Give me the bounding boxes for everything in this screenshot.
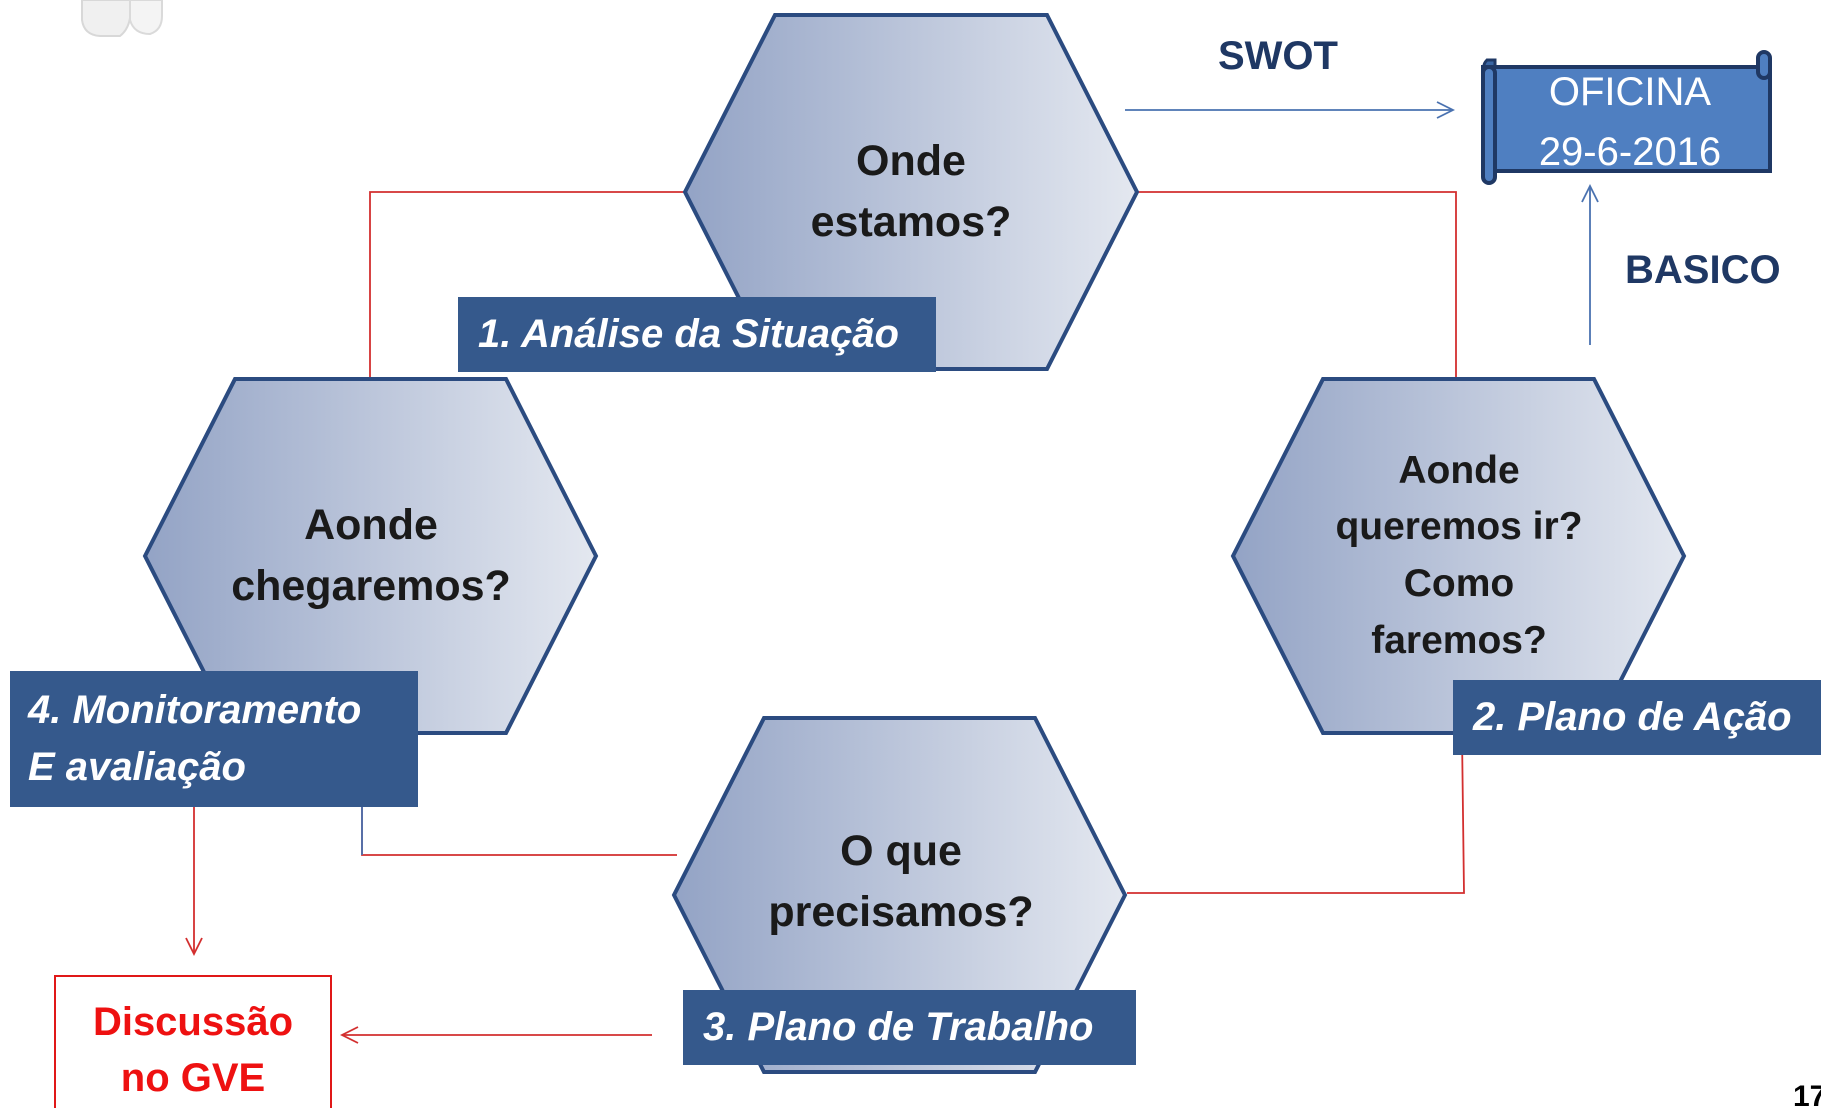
question-line: Aonde — [1398, 448, 1520, 492]
question-line: estamos? — [810, 198, 1012, 246]
discussion-box: Discussão no GVE — [54, 975, 332, 1108]
basico-label: BASICO — [1625, 248, 1781, 292]
connector-bottom-left — [361, 807, 677, 856]
figure-fragment-icon — [81, 0, 163, 37]
step-label-analise-situacao: 1. Análise da Situação — [458, 297, 936, 372]
step-label-line: E avaliação — [28, 745, 246, 789]
step-label-line: 4. Monitoramento — [28, 688, 362, 733]
hexagon-plano-acao — [1230, 377, 1687, 735]
connector-bottom-right — [1127, 734, 1465, 894]
oficina-scroll-text: OFICINA 29-6-2016 — [1495, 62, 1765, 182]
page-number: 17 — [1793, 1080, 1821, 1108]
hexagon-plano-acao-question: Aonde queremos ir? Como faremos? — [1248, 434, 1670, 678]
step-label-plano-acao: 2. Plano de Ação — [1453, 680, 1821, 755]
hexagon-plano-trabalho-question: O que precisamos? — [690, 800, 1112, 964]
connector-top-left — [369, 191, 685, 397]
hexagon-situacao-question: Onde estamos? — [700, 110, 1122, 274]
question-line: faremos? — [1371, 618, 1547, 662]
swot-label: SWOT — [1218, 34, 1338, 78]
question-line: queremos ir? — [1335, 505, 1583, 549]
question-line: Aonde — [304, 500, 438, 549]
question-line: O que — [840, 826, 962, 875]
hexagon-monitoramento-question: Aonde chegaremos? — [160, 474, 582, 638]
step-label-plano-trabalho: 3. Plano de Trabalho — [683, 990, 1136, 1065]
oficina-date: 29-6-2016 — [1538, 130, 1722, 174]
question-line: Onde — [856, 136, 966, 185]
oficina-scroll — [1481, 50, 1772, 185]
hexagon-plano-trabalho — [671, 716, 1128, 1074]
connector-top-right — [1137, 191, 1457, 378]
question-line: precisamos? — [768, 888, 1034, 936]
discussion-line: Discussão — [92, 1000, 294, 1044]
oficina-title: OFICINA — [1548, 70, 1712, 114]
step-label-monitoramento: 4. Monitoramento E avaliação — [10, 671, 418, 807]
question-line: Como — [1403, 562, 1515, 605]
discussion-line: no GVE — [120, 1056, 266, 1100]
question-line: chegaremos? — [231, 562, 511, 610]
